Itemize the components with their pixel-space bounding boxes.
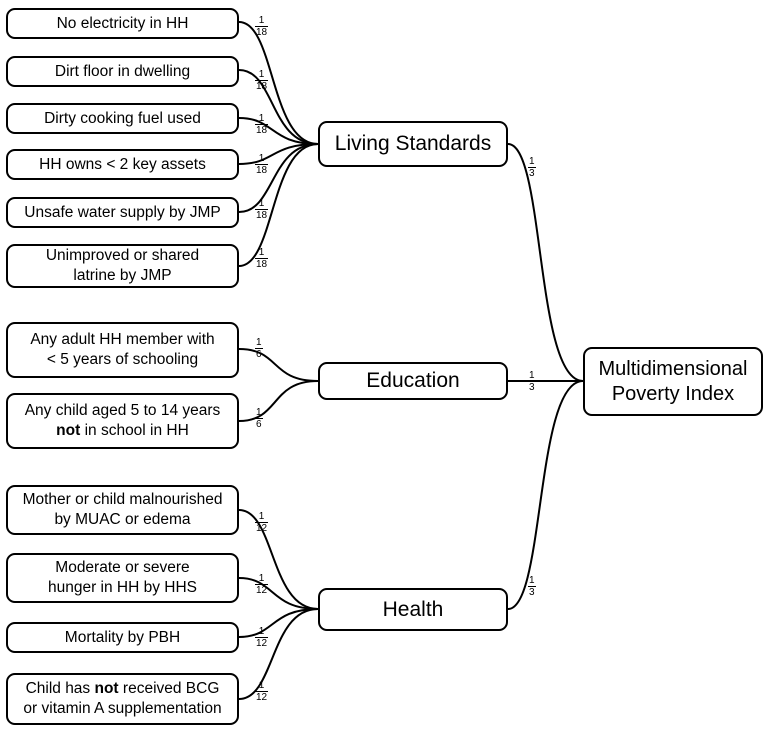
connector-health-root [507, 380, 584, 610]
indicator-water-supply: Unsafe water supply by JMP [6, 197, 239, 228]
indicator-latrine: Unimproved or shared latrine by JMP [6, 244, 239, 288]
dimension-education: Education [318, 362, 508, 400]
indicator-mortality: Mortality by PBH [6, 622, 239, 653]
dimension-living-standards: Living Standards [318, 121, 508, 167]
root-mpi: Multidimensional Poverty Index [583, 347, 763, 416]
indicator-hunger: Moderate or severe hunger in HH by HHS [6, 553, 239, 603]
indicator-adult-schooling: Any adult HH member with < 5 years of sc… [6, 322, 239, 378]
indicator-cooking-fuel: Dirty cooking fuel used [6, 103, 239, 134]
connector-living-6 [238, 143, 319, 267]
connector-health-1 [238, 509, 319, 610]
connector-health-3 [238, 608, 319, 638]
dimension-health: Health [318, 588, 508, 631]
connector-education-2 [238, 380, 319, 422]
connector-living-2 [238, 69, 319, 145]
connector-living-4 [238, 143, 319, 165]
connector-living-root [507, 143, 584, 382]
connector-education-1 [238, 348, 319, 382]
connector-living-3 [238, 117, 319, 145]
indicator-dirt-floor: Dirt floor in dwelling [6, 56, 239, 87]
connector-living-1 [238, 21, 319, 145]
indicator-no-electricity: No electricity in HH [6, 8, 239, 39]
connector-health-2 [238, 577, 319, 610]
indicator-child-school: Any child aged 5 to 14 years not in scho… [6, 393, 239, 449]
indicator-bcg-vitamin: Child has not received BCG or vitamin A … [6, 673, 239, 725]
connector-health-4 [238, 608, 319, 700]
indicator-key-assets: HH owns < 2 key assets [6, 149, 239, 180]
indicator-malnourished: Mother or child malnourished by MUAC or … [6, 485, 239, 535]
connector-living-5 [238, 143, 319, 213]
